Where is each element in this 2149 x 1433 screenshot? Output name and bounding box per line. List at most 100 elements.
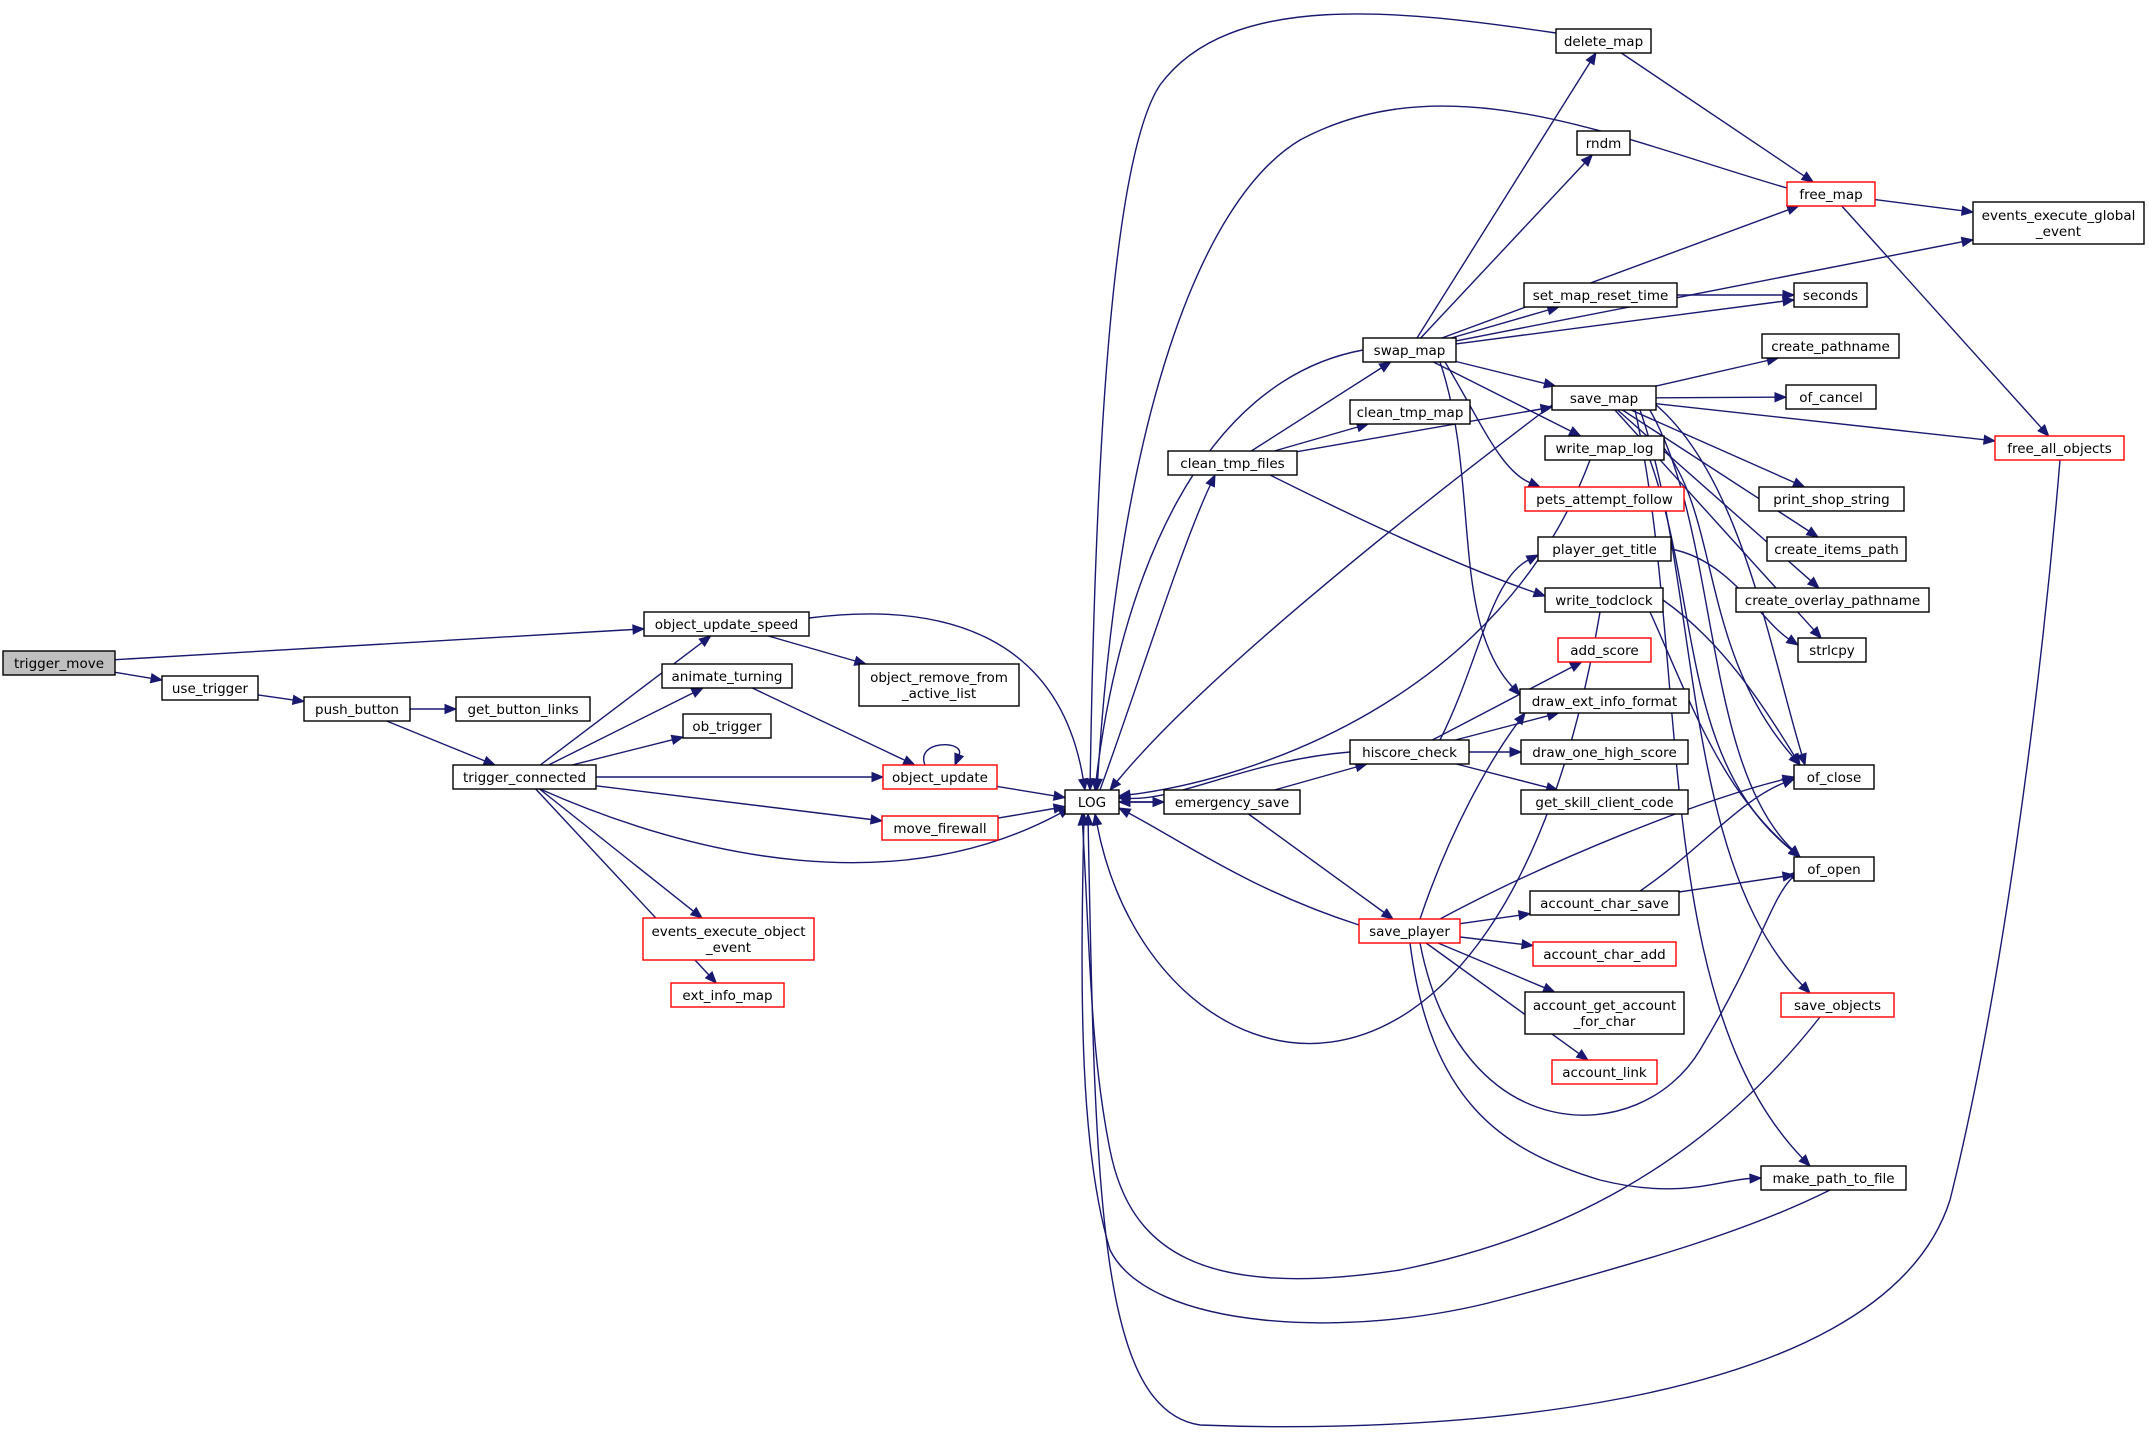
arrowhead [1796, 752, 1807, 767]
node-account_char_add[interactable]: account_char_add [1532, 941, 1677, 967]
arrowhead [902, 755, 916, 766]
node-label: trigger_connected [463, 770, 586, 786]
arrowhead [1585, 51, 1597, 66]
node-box [1523, 282, 1678, 308]
edge-line [1420, 162, 1586, 339]
edge-line [1409, 942, 1751, 1190]
node-label: write_todclock [1555, 593, 1653, 609]
node-account_link[interactable]: account_link [1551, 1059, 1658, 1085]
node-free_map[interactable]: free_map [1786, 181, 1876, 207]
node-move_firewall[interactable]: move_firewall [881, 815, 999, 841]
edge-line [1662, 599, 1795, 756]
node-box [1524, 991, 1685, 1035]
node-create_items_path[interactable]: create_items_path [1766, 536, 1907, 562]
node-save_player[interactable]: save_player [1358, 918, 1461, 944]
node-get_button_links[interactable]: get_button_links [455, 696, 591, 722]
node-draw_ext_info_format[interactable]: draw_ext_info_format [1519, 688, 1690, 714]
node-pets_attempt_follow[interactable]: pets_attempt_follow [1524, 486, 1685, 512]
node-account_get_account_for_char[interactable]: account_get_account_for_char [1524, 991, 1685, 1035]
node-of_cancel[interactable]: of_cancel [1785, 384, 1877, 410]
node-box [1544, 587, 1664, 613]
node-of_close[interactable]: of_close [1793, 764, 1875, 790]
edge-line [1128, 812, 1360, 926]
edge-save_player-to-account_char_add [1459, 936, 1535, 950]
edge-line [768, 635, 856, 662]
node-label: create_items_path [1774, 542, 1899, 558]
node-object_update_speed[interactable]: object_update_speed [643, 611, 810, 637]
node-swap_map[interactable]: swap_map [1362, 337, 1457, 363]
node-player_get_title[interactable]: player_get_title [1537, 536, 1672, 562]
edge-line [1644, 401, 1793, 850]
node-trigger_move[interactable]: trigger_move [2, 650, 116, 676]
node-box [1537, 536, 1672, 562]
node-make_path_to_file[interactable]: make_path_to_file [1760, 1165, 1907, 1191]
node-hiscore_check[interactable]: hiscore_check [1349, 739, 1470, 765]
node-create_pathname[interactable]: create_pathname [1761, 333, 1900, 359]
edge-line [997, 807, 1055, 819]
node-write_todclock[interactable]: write_todclock [1544, 587, 1664, 613]
edge-line [1455, 715, 1549, 741]
arrowhead [1052, 790, 1067, 801]
edge-emergency_save-to-hiscore_check [1274, 762, 1369, 791]
node-clean_tmp_map[interactable]: clean_tmp_map [1349, 399, 1471, 425]
node-box [1349, 399, 1471, 425]
node-object_update[interactable]: object_update [882, 764, 998, 790]
node-label: move_firewall [893, 821, 986, 837]
node-use_trigger[interactable]: use_trigger [161, 675, 259, 701]
edge-delete_map-to-free_map [1620, 52, 1815, 183]
arrowhead [1809, 625, 1823, 639]
arrowhead [689, 906, 704, 919]
arrowhead [1789, 752, 1801, 767]
edge-trigger_connected-to-move_firewall [595, 785, 884, 825]
node-write_map_log[interactable]: write_map_log [1544, 435, 1665, 461]
node-get_skill_client_code[interactable]: get_skill_client_code [1520, 789, 1689, 815]
node-layer: trigger_move use_trigger push_button get_bu… [2, 28, 2145, 1191]
node-create_overlay_pathname[interactable]: create_overlay_pathname [1735, 587, 1930, 613]
node-print_shop_string[interactable]: print_shop_string [1758, 486, 1905, 512]
edge-write_todclock-to-LOG [1092, 611, 1601, 1045]
node-trigger_connected[interactable]: trigger_connected [452, 764, 597, 790]
node-ext_info_map[interactable]: ext_info_map [670, 982, 785, 1008]
edge-line [1096, 611, 1601, 1045]
node-events_execute_global_event[interactable]: events_execute_global_event [1972, 201, 2145, 245]
node-draw_one_high_score[interactable]: draw_one_high_score [1520, 739, 1689, 765]
node-box [1551, 385, 1657, 411]
node-box [1557, 637, 1652, 663]
node-label: make_path_to_file [1772, 1171, 1894, 1187]
node-label: seconds [1803, 288, 1858, 304]
node-delete_map[interactable]: delete_map [1555, 28, 1652, 54]
node-label: draw_ext_info_format [1532, 694, 1677, 710]
edge-free_map-to-free_all_objects [1841, 205, 2050, 437]
node-strlcpy[interactable]: strlcpy [1797, 637, 1867, 663]
node-box [1758, 486, 1905, 512]
node-LOG[interactable]: LOG [1064, 789, 1120, 815]
edge-line [1841, 205, 2042, 429]
arrowhead [1798, 1154, 1811, 1167]
node-push_button[interactable]: push_button [303, 696, 411, 722]
node-object_remove_from_active_list[interactable]: object_remove_from_active_list [858, 663, 1020, 707]
node-ob_trigger[interactable]: ob_trigger [682, 713, 772, 739]
edge-free_map-to-events_execute_global_event [1874, 198, 1975, 216]
node-free_all_objects[interactable]: free_all_objects [1994, 435, 2125, 461]
node-clean_tmp_files[interactable]: clean_tmp_files [1167, 450, 1298, 476]
edge-save_map-to-create_items_path [1622, 409, 1820, 538]
node-box [682, 713, 772, 739]
node-animate_turning[interactable]: animate_turning [661, 663, 793, 689]
node-rndm[interactable]: rndm [1576, 130, 1631, 156]
node-seconds[interactable]: seconds [1793, 282, 1868, 308]
node-box [1735, 587, 1930, 613]
edge-trigger_move-to-use_trigger [114, 671, 164, 684]
node-account_char_save[interactable]: account_char_save [1529, 890, 1680, 916]
node-of_open[interactable]: of_open [1793, 856, 1875, 882]
arrowhead [1092, 778, 1103, 792]
node-save_objects[interactable]: save_objects [1780, 992, 1895, 1018]
node-emergency_save[interactable]: emergency_save [1163, 789, 1301, 815]
node-events_execute_object_event[interactable]: events_execute_object_event [642, 917, 815, 961]
node-box [303, 696, 411, 722]
node-add_score[interactable]: add_score [1557, 637, 1652, 663]
edge-line [1444, 361, 1531, 484]
node-save_map[interactable]: save_map [1551, 385, 1657, 411]
node-set_map_reset_time[interactable]: set_map_reset_time [1523, 282, 1678, 308]
arrowhead [704, 971, 718, 984]
